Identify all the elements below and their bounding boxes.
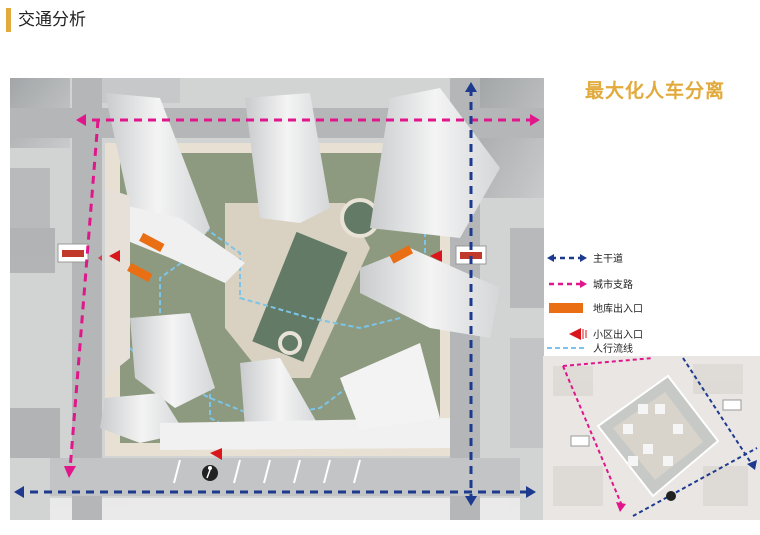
legend-label: 城市支路 bbox=[593, 276, 633, 291]
pedestrian-icon bbox=[202, 465, 218, 481]
legend-item-garage-entrance: 地库出入口 bbox=[545, 298, 745, 318]
legend-label: 人行流线 bbox=[593, 340, 633, 355]
community-entrance-icon bbox=[545, 324, 589, 344]
page-title: 交通分析 bbox=[18, 8, 86, 32]
west-road bbox=[72, 78, 102, 520]
aerial-location-map bbox=[543, 356, 760, 520]
garage-entrance-icon bbox=[545, 298, 589, 318]
legend: 主干道 城市支路 地库出入口 小区出入口 人行流线 bbox=[545, 248, 750, 358]
branch-road-icon bbox=[545, 274, 589, 294]
legend-item-community-entrance: 小区出入口 bbox=[545, 324, 745, 344]
main-road-icon bbox=[545, 248, 589, 268]
site-plan-map bbox=[10, 78, 544, 520]
title-accent-bar bbox=[6, 8, 11, 32]
legend-label: 主干道 bbox=[593, 250, 623, 265]
headline: 最大化人车分离 bbox=[585, 76, 725, 103]
south-road bbox=[50, 458, 520, 496]
legend-item-branch-road: 城市支路 bbox=[545, 274, 745, 294]
legend-label: 地库出入口 bbox=[593, 300, 643, 315]
legend-label: 小区出入口 bbox=[593, 326, 643, 341]
legend-item-main-road: 主干道 bbox=[545, 248, 745, 268]
